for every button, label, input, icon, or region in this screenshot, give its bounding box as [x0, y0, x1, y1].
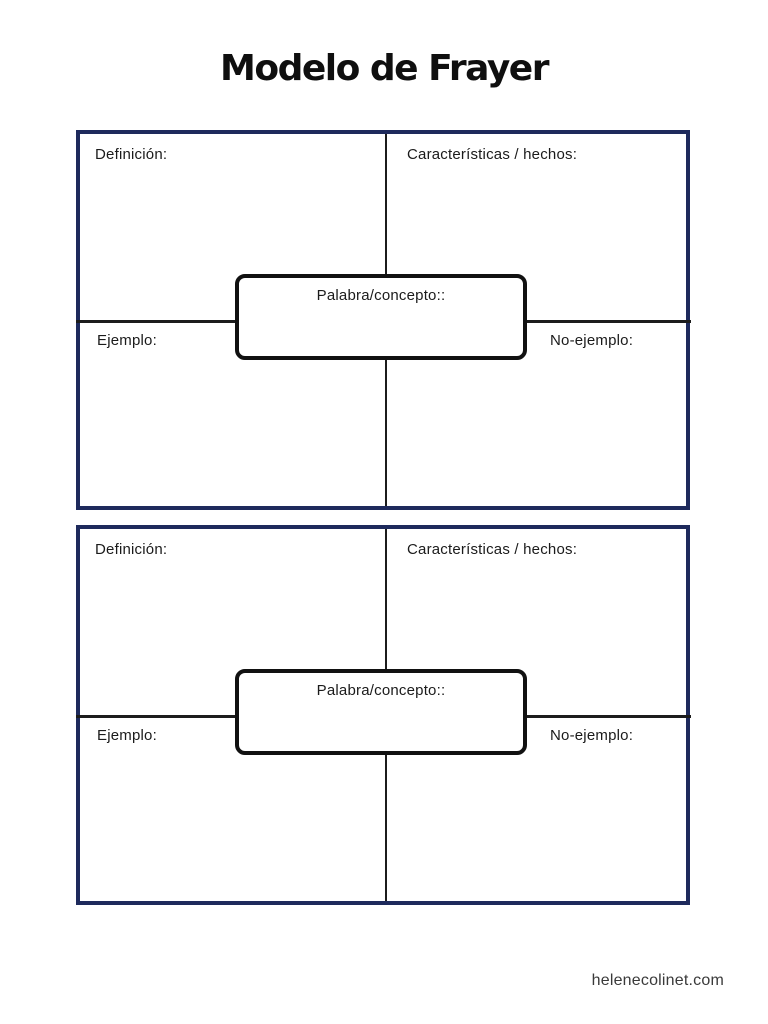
ejemplo-label: Ejemplo: — [97, 727, 157, 744]
frayer-diagram-2: Definición: Características / hechos: Ej… — [76, 525, 691, 905]
frayer-diagram-1: Definición: Características / hechos: Ej… — [76, 130, 691, 510]
caracteristicas-label: Características / hechos: — [407, 146, 578, 163]
definicion-label: Definición: — [95, 146, 168, 163]
ejemplo-label: Ejemplo: — [97, 332, 157, 349]
center-concept-box: Palabra/concepto:: — [235, 669, 527, 755]
footer-website-link[interactable]: helenecolinet.com — [591, 972, 724, 989]
page-title: Modelo de Frayer — [220, 48, 549, 89]
definicion-label: Definición: — [95, 541, 168, 558]
center-concept-box: Palabra/concepto:: — [235, 274, 527, 360]
palabra-concepto-label: Palabra/concepto:: — [316, 682, 446, 699]
caracteristicas-label: Características / hechos: — [407, 541, 578, 558]
no-ejemplo-label: No-ejemplo: — [550, 727, 634, 744]
no-ejemplo-label: No-ejemplo: — [550, 332, 634, 349]
palabra-concepto-label: Palabra/concepto:: — [316, 287, 446, 304]
